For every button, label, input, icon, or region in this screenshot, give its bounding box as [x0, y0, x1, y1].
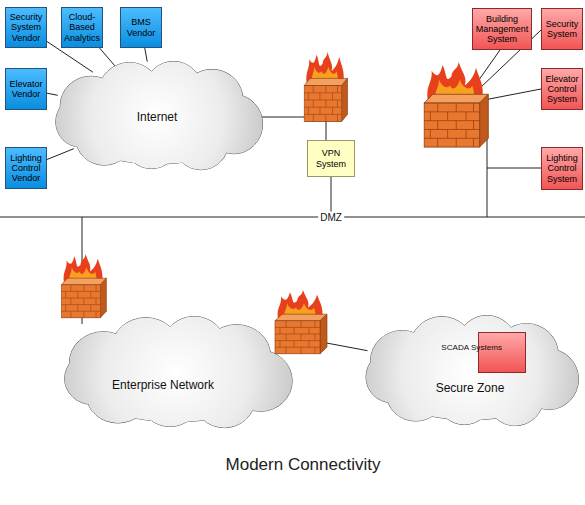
box-label: Lighting Control Vendor [8, 153, 44, 183]
box-label: Building Management System [475, 14, 529, 44]
box-label: Elevator Control System [544, 74, 580, 104]
system-box: Lighting Control Vendor [5, 147, 47, 189]
box-label: VPN System [310, 148, 352, 168]
dmz-line [0, 217, 585, 218]
elevator-link [484, 89, 541, 100]
internet-link [262, 117, 310, 118]
box-label: SCADA Systems [441, 343, 502, 352]
network-label: Secure Zone [436, 381, 505, 395]
lighting-link [487, 168, 541, 169]
network-link [145, 48, 147, 62]
system-box: Elevator Vendor [5, 68, 47, 110]
system-box: Security System [541, 8, 583, 50]
firewall-vpn-link [326, 120, 327, 140]
network-link [47, 149, 74, 160]
network-link [47, 93, 58, 95]
firewall-icon [424, 62, 488, 147]
network-link [100, 48, 115, 66]
box-label: Elevator Vendor [8, 79, 44, 99]
firewall-icon [61, 254, 106, 318]
cloud-shape [55, 313, 297, 430]
box-label: Security System [544, 19, 580, 39]
system-box: SCADA Systems [478, 332, 526, 373]
box-label: Security System Vendor [8, 12, 44, 42]
system-box: Lighting Control System [541, 147, 583, 190]
firewall-icon [304, 52, 347, 122]
caption: Modern Connectivity [226, 455, 381, 475]
firewall-icon [275, 290, 327, 354]
zone-label: DMZ [318, 212, 344, 223]
box-label: Lighting Control System [544, 153, 580, 183]
network-label: Enterprise Network [112, 378, 214, 392]
network-cloud: Secure Zone SCADA Systems [357, 312, 583, 428]
network-cloud: Internet [47, 58, 267, 172]
system-box: Cloud-Based Analytics [61, 7, 103, 48]
system-box: BMS Vendor [120, 7, 162, 48]
system-box: Elevator Control System [541, 68, 583, 110]
network-label: Internet [137, 110, 178, 124]
system-box: Security System Vendor [5, 7, 47, 48]
cloud-shape [357, 312, 583, 428]
box-label: Cloud-Based Analytics [64, 12, 100, 42]
box-label: BMS Vendor [123, 17, 159, 37]
network-cloud: Enterprise Network [55, 313, 297, 430]
system-box: Building Management System [472, 8, 532, 50]
system-box: VPN System [307, 140, 355, 177]
